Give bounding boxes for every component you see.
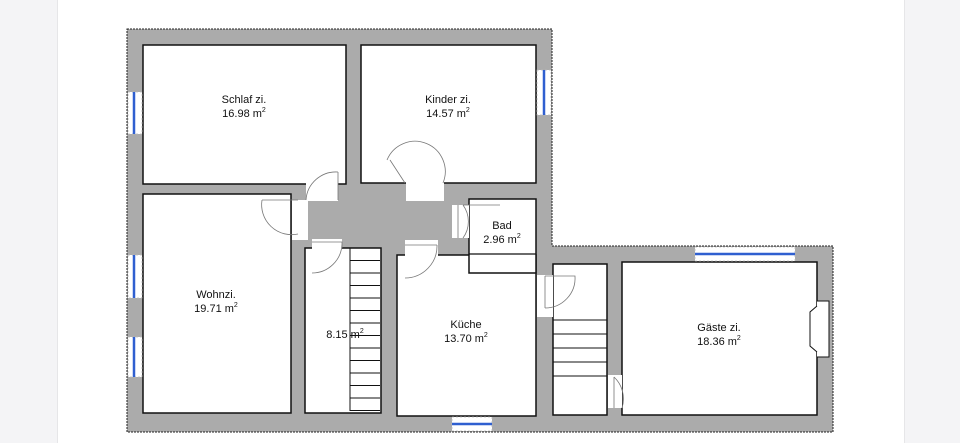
room-area: 13.70 m2 [444,332,488,345]
room-area: 19.71 m2 [194,302,238,315]
hallway [308,201,444,239]
door-wohnzi [261,199,299,236]
door-bad [457,204,500,239]
door-schlaf [305,171,339,201]
staircase-left [349,247,380,411]
room-area: 14.57 m2 [426,107,470,120]
fireplace [809,300,830,358]
room-gaeste [621,261,818,416]
door-hall-right [544,275,576,309]
staircase-right [552,319,607,377]
room-area: 16.98 m2 [222,107,266,120]
room-area: 18.36 m2 [697,335,741,348]
room-area: 2.96 m2 [483,233,521,246]
room-name: Schlaf zi. [222,94,267,106]
door-stair [311,241,343,274]
room-stair-right [552,263,608,416]
room-bad [468,198,537,274]
room-name: Wohnzi. [196,289,236,301]
room-area: 8.15 m2 [326,328,364,341]
room-kueche [396,254,537,417]
room-name: Küche [450,319,481,331]
room-wohnzi [142,193,292,414]
room-name: Kinder zi. [425,94,471,106]
door-gaeste [613,376,624,409]
room-name: Bad [492,220,512,232]
room-schlaf [142,44,347,185]
door-kinder [386,140,446,184]
door-kueche [404,244,438,279]
room-name: Gäste zi. [697,322,740,334]
